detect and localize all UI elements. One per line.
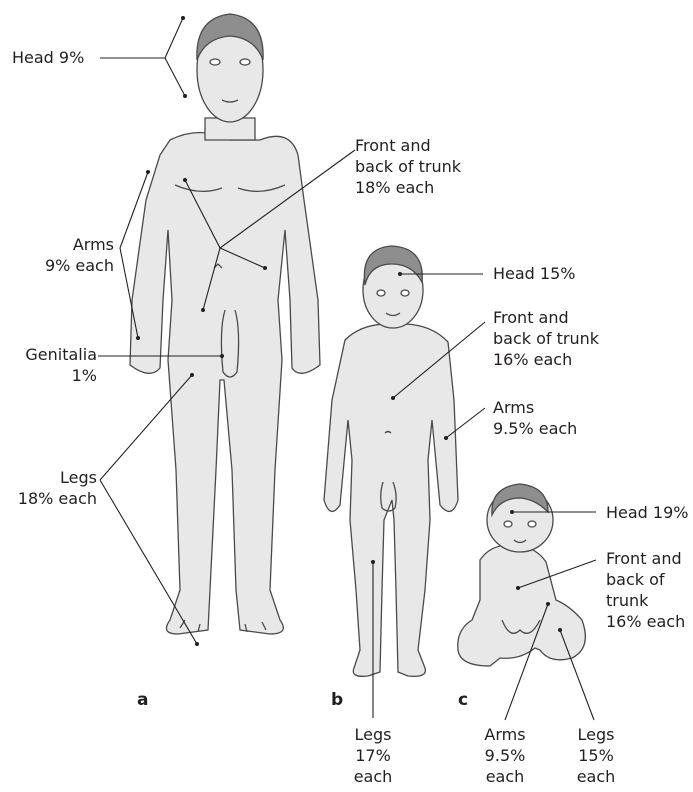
label-b-legs-line3: each [343,766,403,787]
label-b-head-line: Head 15% [493,263,575,284]
label-a-arms-line2: 9% each [45,255,114,276]
label-a-legs: Legs 18% each [18,467,97,509]
label-a-arms-line1: Arms [45,234,114,255]
label-b-legs-line1: Legs [343,724,403,745]
panel-label-a: a [137,690,148,710]
label-a-trunk-line2: back of trunk [355,156,461,177]
label-c-trunk-line2: back of [606,569,685,590]
label-a-arms: Arms 9% each [45,234,114,276]
label-b-arms-line1: Arms [493,397,577,418]
label-a-genitalia-line1: Genitalia [25,344,97,365]
label-a-genitalia: Genitalia 1% [25,344,97,386]
label-b-legs-line2: 17% [343,745,403,766]
label-c-trunk-line3: trunk [606,590,685,611]
label-a-trunk: Front and back of trunk 18% each [355,135,461,198]
label-c-arms-line3: each [470,766,540,787]
adult-figure [130,14,320,634]
label-a-trunk-line3: 18% each [355,177,461,198]
label-c-trunk: Front and back of trunk 16% each [606,548,685,632]
child-figure [324,246,458,676]
label-a-head: Head 9% [12,47,84,68]
label-b-legs: Legs 17% each [343,724,403,787]
label-c-legs-line2: 15% [566,745,626,766]
label-b-trunk-line3: 16% each [493,349,599,370]
panel-label-c: c [458,690,468,710]
label-b-arms-line2: 9.5% each [493,418,577,439]
infant-figure [458,484,586,666]
label-c-head-line: Head 19% [606,502,688,523]
label-c-arms-line2: 9.5% [470,745,540,766]
label-a-legs-line2: 18% each [18,488,97,509]
label-b-trunk-line2: back of trunk [493,328,599,349]
leader-a-head [100,18,185,96]
label-b-trunk: Front and back of trunk 16% each [493,307,599,370]
label-a-trunk-line1: Front and [355,135,461,156]
label-b-trunk-line1: Front and [493,307,599,328]
label-b-head: Head 15% [493,263,575,284]
label-c-legs: Legs 15% each [566,724,626,787]
label-b-arms: Arms 9.5% each [493,397,577,439]
label-c-trunk-line1: Front and [606,548,685,569]
label-c-legs-line1: Legs [566,724,626,745]
label-c-trunk-line4: 16% each [606,611,685,632]
label-c-arms: Arms 9.5% each [470,724,540,787]
label-a-genitalia-line2: 1% [25,365,97,386]
label-a-head-line: Head 9% [12,47,84,68]
panel-label-b: b [331,690,343,710]
label-c-head: Head 19% [606,502,688,523]
label-a-legs-line1: Legs [18,467,97,488]
label-c-arms-line1: Arms [470,724,540,745]
label-c-legs-line3: each [566,766,626,787]
